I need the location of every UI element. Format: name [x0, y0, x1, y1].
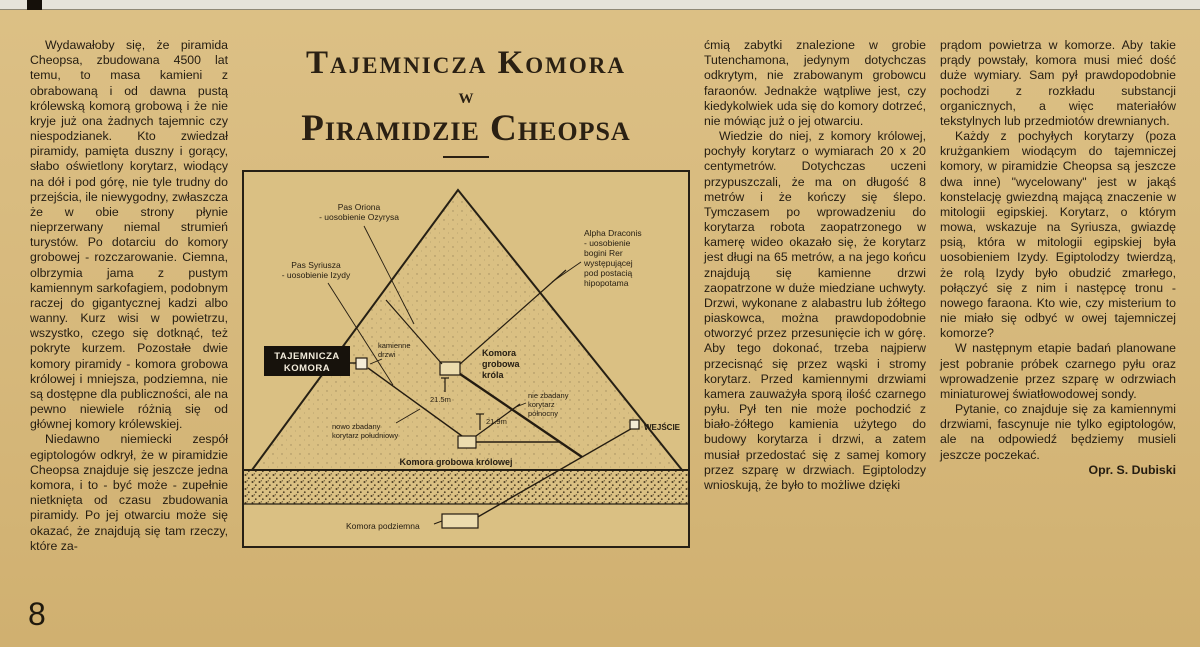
north-corridor-label-2: korytarz [528, 400, 555, 409]
paragraph: prądom powietrza w komorze. Aby takie pr… [940, 38, 1176, 128]
secret-chamber-label-2: KOMORA [284, 363, 330, 374]
draconis-label-2: - uosobienie [584, 238, 631, 248]
center-column: Tajemnicza Komora w Piramidzie Cheopsa [242, 38, 690, 554]
pyramid-diagram: Komora podziemna Komora grobowa króla [242, 169, 690, 548]
underground-leader-line [433, 520, 443, 525]
paragraph: Niedawno niemiecki zespół egiptologów od… [30, 432, 228, 553]
draconis-label-5: pod postacią [584, 268, 632, 278]
kings-south-shaft-line [385, 299, 443, 364]
kings-chamber-label-2: grobowa [482, 359, 520, 369]
measure-label-1: 21.5m [430, 395, 451, 404]
entrance-label: WEJŚCIE [644, 423, 681, 432]
queens-chamber-shape [457, 434, 477, 449]
north-shaft-line [475, 403, 521, 437]
paragraph: Pytanie, co znajduje się za kamiennymi d… [940, 402, 1176, 462]
scan-corner-mark [27, 0, 42, 13]
ground-band [244, 469, 688, 504]
paragraph: ćmią zabytki znalezione w grobie Tutench… [704, 38, 926, 128]
north-corridor-label-1: nie zbadany [528, 391, 569, 400]
stone-door-label-1: kamienne [378, 341, 411, 350]
queens-chamber-label: Komora grobowa królowej [399, 457, 512, 467]
stone-door-shape [355, 356, 368, 370]
south-shaft-line [367, 366, 463, 437]
sirius-label-1: Pas Syriusza [291, 260, 341, 270]
north-corridor-label-3: północny [528, 409, 558, 418]
grand-gallery-line [459, 372, 583, 458]
south-corridor-label-1: nowo zbadany [332, 422, 381, 431]
underground-chamber-shape [441, 512, 479, 529]
south-corridor-leader [395, 408, 421, 423]
kings-chamber-label-1: Komora [482, 348, 517, 358]
draconis-label-3: bogini Rer [584, 248, 623, 258]
article-content: Wydawałoby się, że piramida Cheopsa, zbu… [0, 10, 1200, 554]
title-line-3: Piramidzie Cheopsa [301, 107, 631, 149]
descending-corridor-line [475, 424, 637, 519]
orion-label-1: Pas Oriona [338, 202, 381, 212]
draconis-label-1: Alpha Draconis [584, 228, 642, 238]
stone-door-label-2: drzwi [378, 350, 396, 359]
secret-chamber-box [264, 345, 350, 376]
title-line-1: Tajemnicza Komora [306, 45, 626, 81]
kings-chamber-label-3: króla [482, 370, 505, 380]
sirius-label-2: - uosobienie Izydy [282, 270, 351, 280]
north-corridor-leader [515, 402, 527, 407]
title-rule [443, 155, 489, 158]
entrance-shape [629, 418, 640, 430]
stone-door-leader [369, 358, 383, 364]
text-column-1: Wydawałoby się, że piramida Cheopsa, zbu… [30, 38, 228, 554]
south-corridor-label-2: korytarz południowy [332, 431, 399, 440]
kings-chamber-shape [439, 360, 461, 376]
pyramid-diagram-svg: Komora podziemna Komora grobowa króla [244, 187, 688, 531]
title-line-2: w [458, 83, 474, 108]
paragraph: W następnym etapie badań planowane jest … [940, 341, 1176, 401]
byline: Opr. S. Dubiski [1088, 462, 1176, 477]
article-title: Tajemnicza Komora w Piramidzie Cheopsa [242, 38, 690, 158]
draconis-label-6: hipopotama [584, 278, 629, 288]
kings-north-shaft-line [459, 269, 567, 365]
orion-leader [363, 225, 415, 324]
scan-top-edge [0, 0, 1200, 10]
paragraph: Wiedzie do niej, z komory królowej, poch… [704, 129, 926, 492]
paragraph: Każdy z pochyłych korytarzy (poza krużga… [940, 129, 1176, 341]
sirius-leader [327, 282, 394, 385]
secret-chamber-label-1: TAJEMNICZA [274, 351, 340, 362]
orion-label-2: - uosobienie Ozyrysa [319, 212, 399, 222]
text-column-4: prądom powietrza w komorze. Aby takie pr… [940, 38, 1176, 554]
page-number: 8 [28, 596, 46, 632]
text-column-3: ćmią zabytki znalezione w grobie Tutench… [704, 38, 926, 554]
underground-chamber-label: Komora podziemna [346, 521, 420, 531]
paragraph: Wydawałoby się, że piramida Cheopsa, zbu… [30, 38, 228, 432]
draconis-leader [551, 261, 582, 282]
article-page: Wydawałoby się, że piramida Cheopsa, zbu… [0, 10, 1200, 647]
draconis-label-4: występującej [583, 258, 633, 268]
